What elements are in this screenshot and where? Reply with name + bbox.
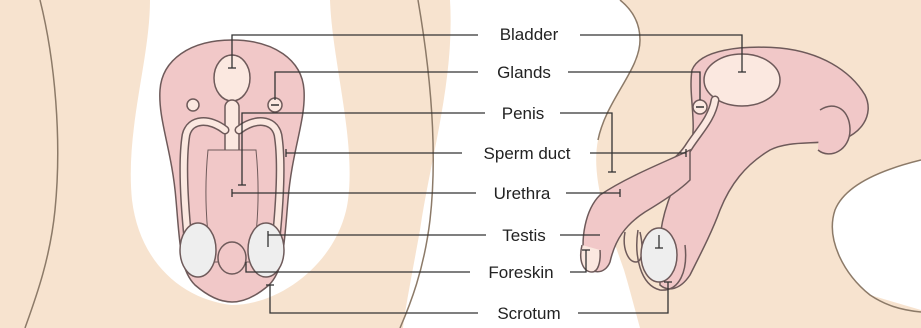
labels: Bladder Glands Penis Sperm duct Urethra … xyxy=(466,22,588,325)
label-scrotum: Scrotum xyxy=(497,304,560,323)
label-glands: Glands xyxy=(497,63,551,82)
label-foreskin: Foreskin xyxy=(488,263,553,282)
label-testis: Testis xyxy=(502,226,545,245)
front-glans xyxy=(218,242,246,274)
front-view xyxy=(0,0,451,328)
label-urethra: Urethra xyxy=(494,184,551,203)
front-testis-left xyxy=(180,223,216,277)
label-bladder: Bladder xyxy=(500,25,559,44)
label-penis: Penis xyxy=(502,104,545,123)
front-gland-left xyxy=(187,99,199,111)
front-testis-right xyxy=(248,223,284,277)
side-view xyxy=(581,0,921,328)
label-sperm-duct: Sperm duct xyxy=(484,144,571,163)
